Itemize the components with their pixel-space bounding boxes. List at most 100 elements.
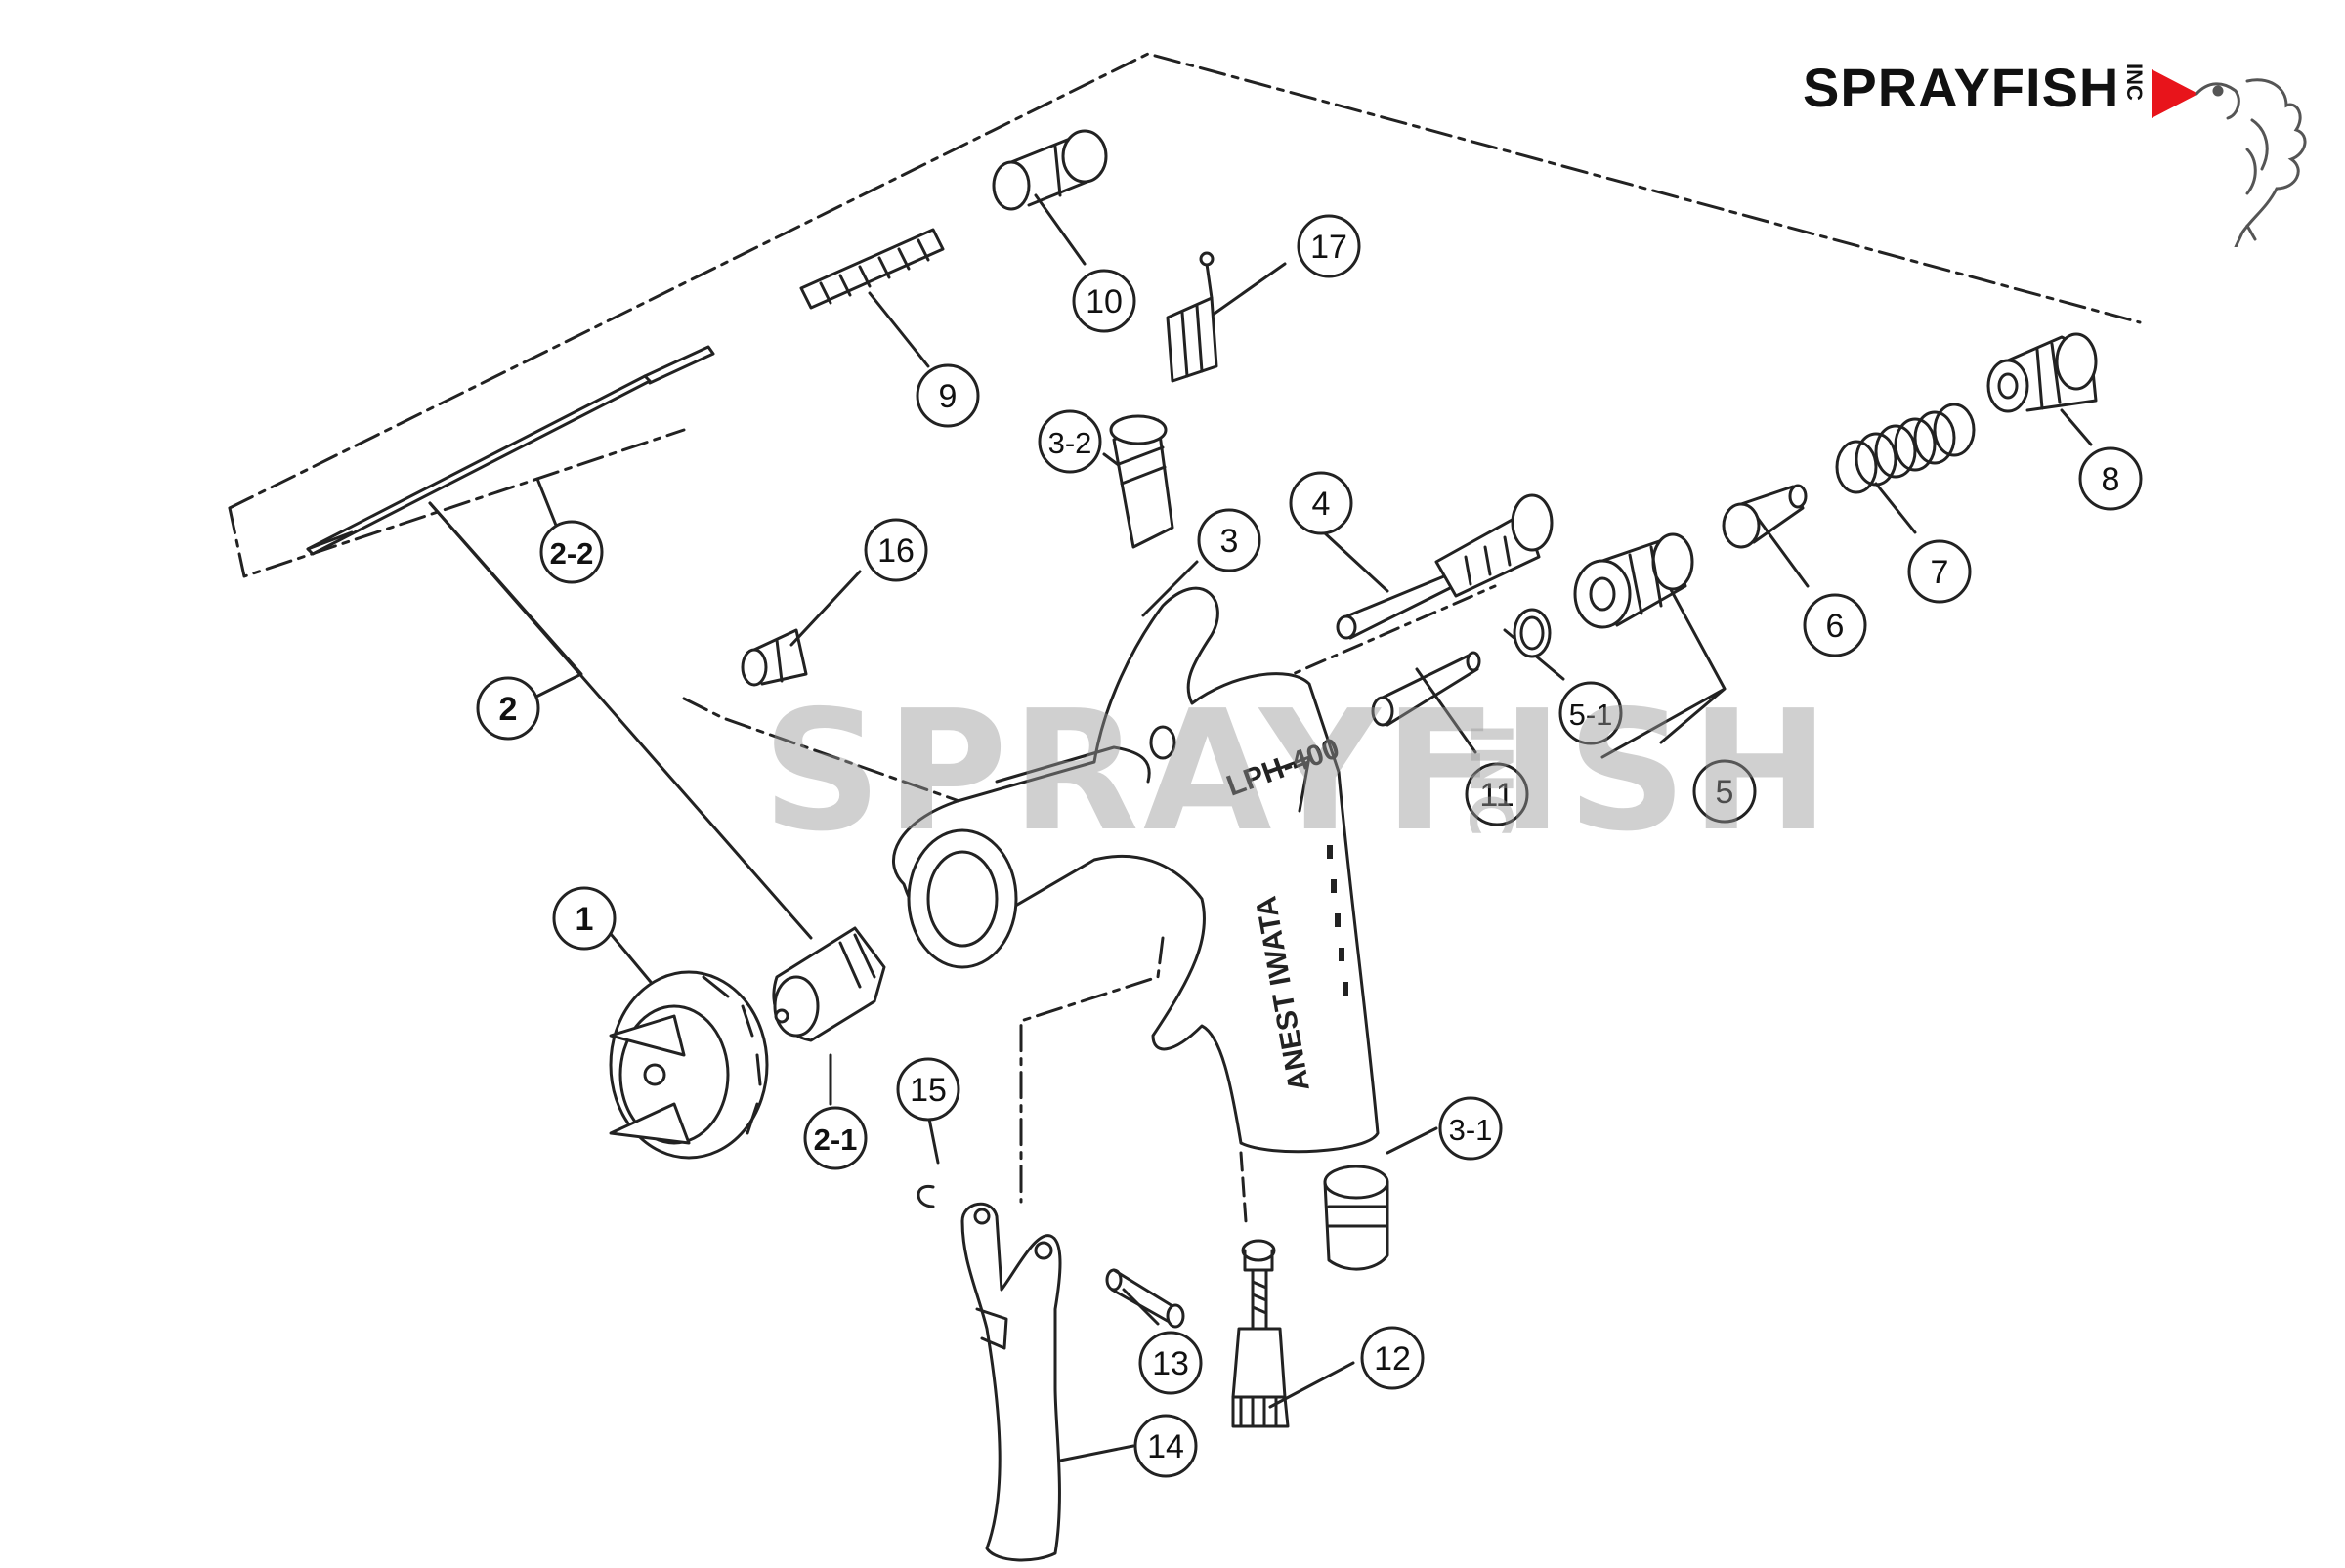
needle-part xyxy=(306,345,715,556)
callout-circle xyxy=(1289,471,1353,535)
leader-10 xyxy=(1034,193,1087,266)
callout-15: 15 xyxy=(896,1057,960,1122)
callout-14: 14 xyxy=(1133,1414,1198,1478)
callout-3-2: 3-2 xyxy=(1038,409,1102,474)
callout-label: 10 xyxy=(1086,283,1123,320)
callout-5-1: 5-1 xyxy=(1558,681,1623,745)
leader-2-2 xyxy=(535,477,559,530)
callout-circle xyxy=(803,1106,868,1170)
callout-label: 5 xyxy=(1716,774,1734,811)
leader-14 xyxy=(1058,1444,1135,1462)
callout-2-2: 2-2 xyxy=(539,520,604,584)
callout-4: 4 xyxy=(1289,471,1353,535)
leader-6 xyxy=(1752,511,1810,588)
leader-3-1 xyxy=(1386,1126,1438,1155)
leader-16 xyxy=(789,570,862,647)
gun-body-part xyxy=(892,586,1380,1154)
air-valve-guide-part xyxy=(1986,332,2098,413)
leader-2-main xyxy=(428,501,813,940)
envelope-handle-dashed xyxy=(1239,1151,1248,1223)
callout-circle xyxy=(1297,214,1361,278)
fluid-nozzle-part xyxy=(772,926,886,1042)
callout-circle xyxy=(1438,1096,1503,1161)
leader-8 xyxy=(2060,408,2093,446)
callout-label: 7 xyxy=(1931,554,1949,591)
callout-label: 2 xyxy=(499,691,518,728)
envelope-left-edge xyxy=(228,428,686,578)
watermark-suffix: INC xyxy=(1456,723,1524,837)
callout-circle xyxy=(1803,593,1867,657)
callout-label: 2-1 xyxy=(814,1123,858,1157)
pattern-adjust-set-part xyxy=(1336,493,1554,640)
air-cap-part xyxy=(609,970,769,1160)
callout-circle xyxy=(1133,1414,1198,1478)
callout-label: 4 xyxy=(1312,486,1331,523)
callout-circle xyxy=(1072,269,1136,333)
air-valve-part xyxy=(1722,484,1808,549)
callout-8: 8 xyxy=(2078,446,2143,511)
air-joint-bottom-part xyxy=(1323,1165,1389,1271)
callout-label: 3-2 xyxy=(1048,426,1092,460)
leader-15 xyxy=(926,1112,940,1165)
callout-label: 6 xyxy=(1826,608,1845,645)
callout-2: 2 xyxy=(476,676,540,741)
callout-circle xyxy=(552,886,617,951)
callout-circle xyxy=(1360,1326,1425,1390)
fluid-adjust-guide-part xyxy=(992,129,1108,211)
callout-circle xyxy=(1197,508,1261,572)
callout-label: 1 xyxy=(576,901,594,938)
callout-label: 3 xyxy=(1220,523,1239,560)
callout-circle xyxy=(916,363,980,428)
assembly-envelope-dashed xyxy=(228,52,2142,510)
air-joint-part xyxy=(1109,414,1174,549)
callout-circle xyxy=(1907,539,1972,604)
callout-10: 10 xyxy=(1072,269,1136,333)
callout-9: 9 xyxy=(916,363,980,428)
leader-5 xyxy=(1600,570,1727,759)
callout-circle xyxy=(1465,762,1529,826)
callout-12: 12 xyxy=(1360,1326,1425,1390)
callout-7: 7 xyxy=(1907,539,1972,604)
callout-2-1: 2-1 xyxy=(803,1106,868,1170)
needle-spring-part xyxy=(799,228,945,310)
trigger-part xyxy=(960,1202,1062,1562)
callout-circle xyxy=(1038,409,1102,474)
arrow-icon xyxy=(2152,69,2198,118)
leader-9 xyxy=(868,291,930,368)
trigger-shaft-part xyxy=(1371,651,1481,727)
callout-16: 16 xyxy=(864,518,928,582)
callout-label: 11 xyxy=(1479,777,1514,814)
fish-icon xyxy=(2152,69,2307,247)
callout-circle xyxy=(896,1057,960,1122)
callout-circle xyxy=(539,520,604,584)
valve-axis-dashed xyxy=(1268,584,1497,686)
leader-3 xyxy=(1141,560,1199,617)
callout-label: 14 xyxy=(1147,1428,1184,1465)
callout-circle xyxy=(1138,1331,1203,1395)
leader-1 xyxy=(604,926,657,989)
callout-circle xyxy=(864,518,928,582)
callout-5: 5 xyxy=(1692,759,1757,824)
leader-7 xyxy=(1874,482,1917,534)
brand-name: SPRAYFISH xyxy=(1803,57,2120,118)
callout-label: 9 xyxy=(939,378,958,415)
callout-label: 2-2 xyxy=(550,536,594,571)
air-valve-seat-part xyxy=(1573,532,1694,629)
callout-label: 17 xyxy=(1310,229,1347,266)
air-valve-spring-part xyxy=(1835,403,1976,494)
callout-17: 17 xyxy=(1297,214,1361,278)
callout-13: 13 xyxy=(1138,1331,1203,1395)
callout-1: 1 xyxy=(552,886,617,951)
air-adjust-valve-part xyxy=(1231,1239,1290,1428)
callout-label: 3-1 xyxy=(1449,1113,1493,1147)
watermark-text: SPRAYFISH xyxy=(762,675,1834,869)
fluid-nozzle-fitting-part xyxy=(741,628,808,687)
callout-circle xyxy=(2078,446,2143,511)
clip-part xyxy=(917,1184,935,1208)
callout-circle xyxy=(1692,759,1757,824)
callout-label: 5-1 xyxy=(1569,698,1613,732)
callout-3: 3 xyxy=(1197,508,1261,572)
callout-label: 12 xyxy=(1374,1340,1411,1377)
